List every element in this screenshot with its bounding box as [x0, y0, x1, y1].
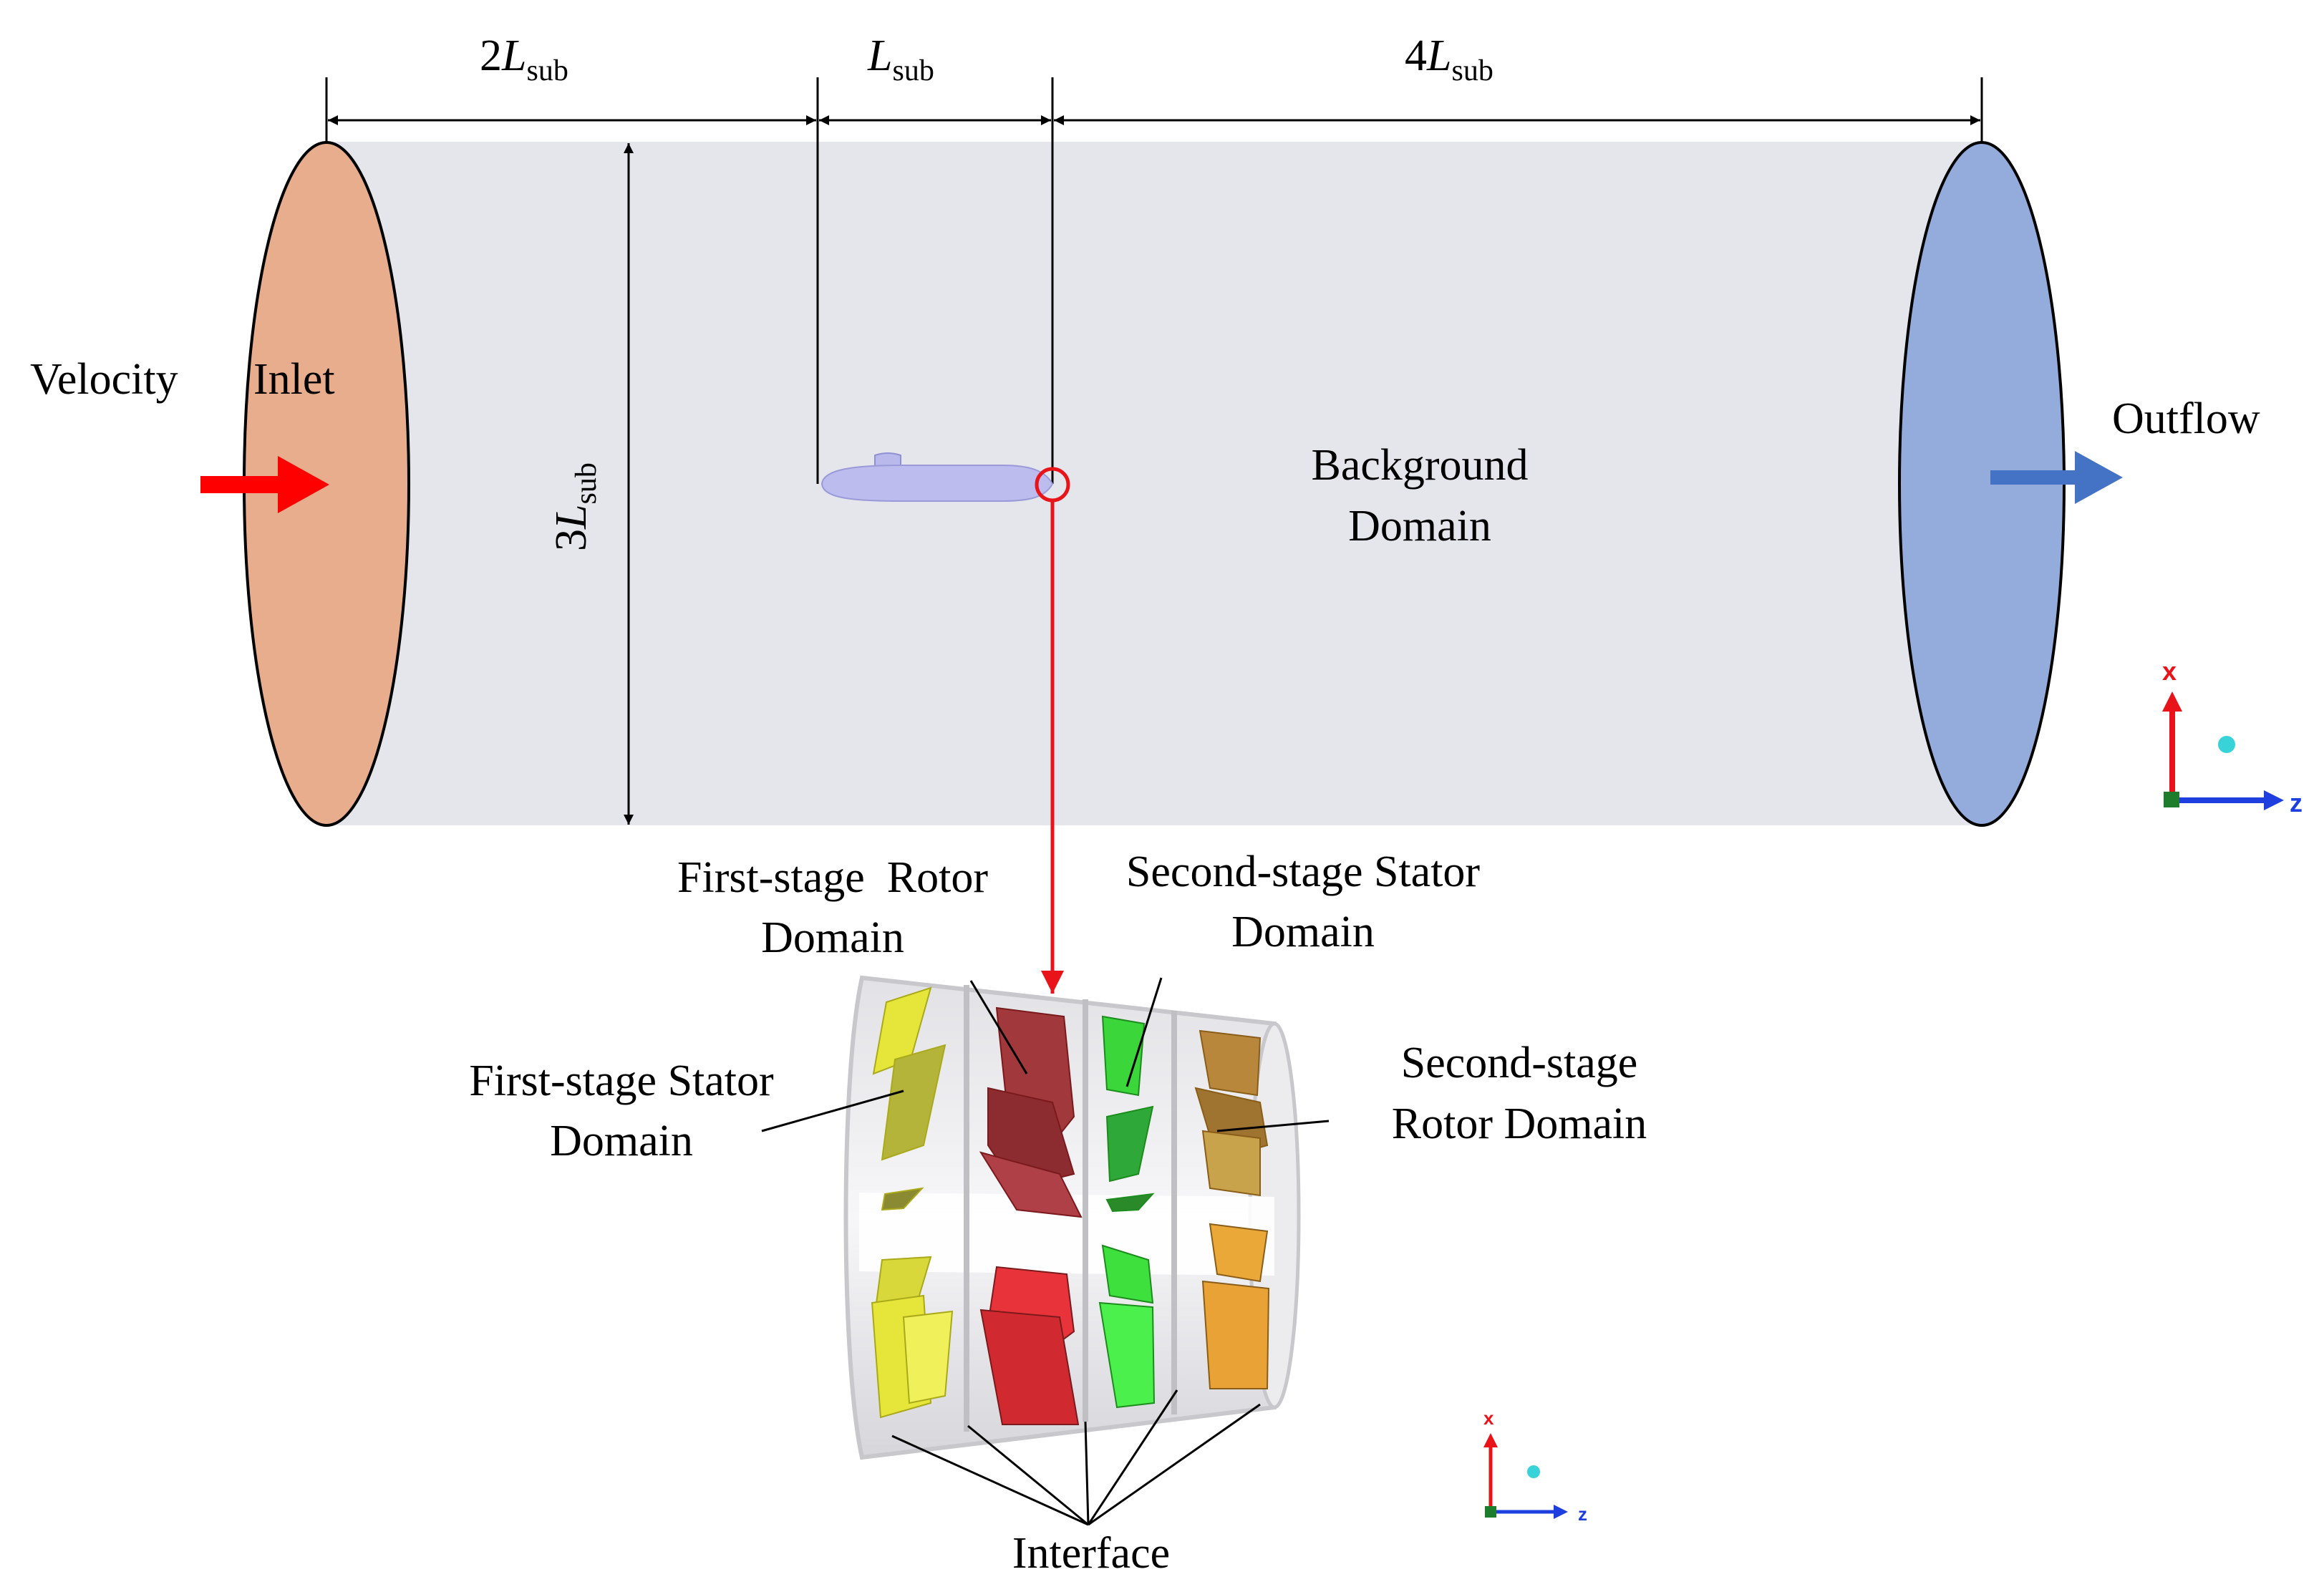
background-domain-label: Background — [1311, 441, 1528, 490]
dim-label-upstream: 2Lsub — [480, 31, 568, 87]
inlet-label-inlet: Inlet — [253, 355, 335, 404]
first-stage-stator-blades — [871, 986, 954, 1419]
domain-body — [326, 142, 1982, 825]
first-stage-stator-label-line2: Domain — [550, 1117, 693, 1165]
svg-text:x: x — [1483, 1407, 1494, 1429]
axis-triad-main: x z — [2162, 656, 2303, 817]
inlet-flow-arrow — [200, 456, 329, 513]
dim-label-downstream: 4Lsub — [1405, 31, 1493, 87]
dimension-lines — [325, 77, 1983, 825]
propulsor-callout — [1035, 467, 1070, 994]
second-stage-rotor-blades — [1194, 1029, 1270, 1389]
background-domain-label-line2: Domain — [1348, 502, 1491, 550]
outflow-arrow — [1990, 451, 2123, 504]
cylinder-domain — [243, 141, 2066, 827]
dim-label-diameter: 3Lsub — [547, 462, 603, 551]
propulsor-zoom — [843, 975, 1301, 1460]
dim-label-hull: Lsub — [867, 31, 934, 87]
second-stage-rotor-label: Second-stage — [1401, 1039, 1638, 1087]
submarine-model — [820, 452, 1054, 502]
second-stage-stator-label-line2: Domain — [1231, 908, 1375, 956]
first-stage-rotor-label: First-stage Rotor — [677, 853, 988, 902]
interface-label: Interface — [1012, 1529, 1170, 1578]
second-stage-stator-label: Second-stage Stator — [1126, 848, 1481, 896]
svg-text:z: z — [1578, 1503, 1587, 1525]
outflow-label: Outflow — [2112, 394, 2260, 443]
axis-triad-zoom: x z — [1483, 1407, 1587, 1525]
zoom-leader-lines — [761, 977, 1330, 1526]
first-stage-rotor-label-line2: Domain — [761, 913, 904, 962]
second-stage-rotor-label-line2: Rotor Domain — [1392, 1100, 1647, 1148]
inlet-label-velocity: Velocity — [30, 355, 178, 404]
second-stage-stator-blades — [1098, 1015, 1156, 1409]
svg-text:x: x — [2162, 656, 2177, 686]
first-stage-stator-label: First-stage Stator — [469, 1057, 774, 1105]
svg-text:z: z — [2290, 788, 2303, 817]
first-stage-rotor-blades — [979, 1006, 1083, 1425]
